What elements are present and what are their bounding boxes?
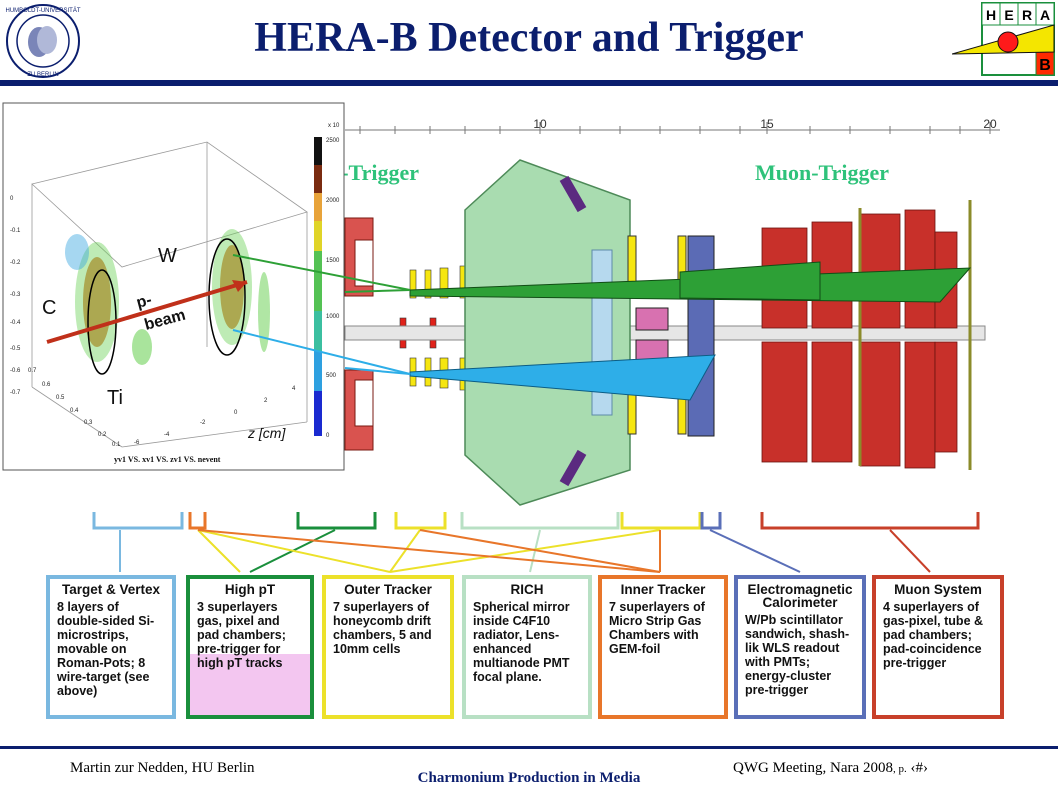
component-title: Outer Tracker bbox=[344, 582, 432, 597]
y-tick: 0 bbox=[10, 196, 14, 202]
colorbar-tick: 1000 bbox=[326, 314, 340, 320]
component-description: 8 layers of double-sided Si-microstrips,… bbox=[57, 600, 155, 698]
component-description: 7 superlayers of honeycomb drift chamber… bbox=[333, 600, 432, 656]
footer-divider bbox=[0, 746, 1058, 749]
y-tick: -0.3 bbox=[10, 292, 21, 298]
footer-title: Charmonium Production in Media bbox=[417, 770, 641, 786]
colorbar-multiplier: x 10 bbox=[328, 123, 340, 129]
logo-letter-h: H bbox=[986, 7, 996, 23]
scale-tick-10: 10 bbox=[533, 117, 547, 131]
colorbar-tick: 1500 bbox=[326, 258, 340, 264]
x-tick: 0.3 bbox=[84, 420, 93, 426]
y-tick: -0.6 bbox=[10, 368, 21, 374]
y-tick: -0.1 bbox=[10, 228, 21, 234]
target-ti-label: Ti bbox=[107, 387, 123, 409]
svg-text:HUMBOLDT-UNIVERSITÄT: HUMBOLDT-UNIVERSITÄT bbox=[5, 7, 80, 14]
component-box-target-vertex: Target & Vertex 8 layers of double-sided… bbox=[46, 575, 176, 719]
beam-label-p: p- bbox=[135, 292, 154, 312]
scale-tick-20: 20 bbox=[983, 117, 997, 131]
component-description: Spherical mirror inside C4F10 radiator, … bbox=[473, 600, 570, 684]
hera-b-logo: H E R A B bbox=[952, 2, 1055, 76]
component-box-high-pt: High pT 3 superlayers gas, pixel and pad… bbox=[186, 575, 314, 719]
colorbar-tick: 2500 bbox=[326, 138, 340, 144]
z-tick: -4 bbox=[164, 432, 170, 438]
component-box-inner-tracker: Inner Tracker 7 superlayers of Micro Str… bbox=[598, 575, 728, 719]
component-description: W/Pb scintillator sandwich, shash-lik WL… bbox=[745, 613, 850, 697]
y-tick: -0.7 bbox=[10, 390, 21, 396]
z-tick: 2 bbox=[264, 398, 268, 404]
magnet bbox=[344, 217, 374, 451]
footer-page-number: ‹#› bbox=[910, 760, 928, 776]
colorbar-tick: 2000 bbox=[326, 198, 340, 204]
university-seal-logo: HUMBOLDT-UNIVERSITÄT ZU BERLIN bbox=[5, 4, 81, 78]
x-tick: 0.5 bbox=[56, 395, 65, 401]
scale-tick-15: 15 bbox=[760, 117, 774, 131]
footer-page-prefix: , p. bbox=[892, 763, 907, 775]
target-w-label: W bbox=[158, 245, 177, 267]
target-c-label: C bbox=[42, 297, 56, 319]
colorbar-tick: 0 bbox=[326, 433, 330, 439]
component-title: Muon System bbox=[894, 582, 982, 597]
component-title: Target & Vertex bbox=[61, 582, 161, 597]
x-tick: 0.4 bbox=[70, 408, 79, 414]
component-title: High pT bbox=[224, 582, 276, 597]
logo-letter-b: B bbox=[1039, 57, 1051, 74]
z-tick: 4 bbox=[292, 386, 296, 392]
component-title: Electromagnetic Calorimeter bbox=[747, 582, 853, 610]
component-description: 7 superlayers of Micro Strip Gas Chamber… bbox=[609, 600, 705, 656]
svg-text:ZU BERLIN: ZU BERLIN bbox=[27, 72, 58, 78]
rich-vessel bbox=[464, 159, 631, 506]
component-title: Inner Tracker bbox=[620, 582, 706, 597]
trigger-cone-lower bbox=[409, 354, 716, 401]
x-tick: 0.2 bbox=[98, 432, 107, 438]
title-divider bbox=[0, 80, 1058, 86]
logo-letter-r: R bbox=[1022, 7, 1032, 23]
z-tick: -6 bbox=[134, 440, 140, 446]
y-tick: -0.4 bbox=[10, 320, 21, 326]
x-tick: 0.1 bbox=[112, 442, 121, 448]
plot-caption: yv1 VS. xv1 VS. zv1 VS. nevent bbox=[114, 455, 221, 464]
component-box-rich: RICH Spherical mirror inside C4F10 radia… bbox=[462, 575, 592, 719]
component-box-ecal: Electromagnetic Calorimeter W/Pb scintil… bbox=[734, 575, 866, 719]
z-axis-label: z [cm] bbox=[247, 425, 286, 441]
z-tick: -2 bbox=[200, 420, 206, 426]
component-box-outer-tracker: Outer Tracker 7 superlayers of honeycomb… bbox=[322, 575, 454, 719]
vertex-3d-plot: x 10 2500 2000 1500 1000 500 0 0 -0.1 -0… bbox=[2, 102, 345, 471]
logo-letter-a: A bbox=[1040, 7, 1050, 23]
footer-meeting: QWG Meeting, Nara 2008, p. ‹#› bbox=[733, 760, 928, 777]
z-tick: 0 bbox=[234, 410, 238, 416]
muon-trigger-label: Muon-Trigger bbox=[755, 160, 889, 185]
footer-author: Martin zur Nedden, HU Berlin bbox=[70, 760, 255, 776]
colorbar bbox=[314, 137, 322, 436]
component-description: 4 superlayers of gas-pixel, tube & pad c… bbox=[883, 600, 984, 670]
component-box-muon: Muon System 4 superlayers of gas-pixel, … bbox=[872, 575, 1004, 719]
logo-letter-e: E bbox=[1004, 7, 1013, 23]
y-tick: -0.5 bbox=[10, 346, 21, 352]
colorbar-tick: 500 bbox=[326, 373, 337, 379]
footer-meeting-name: QWG Meeting, Nara 2008 bbox=[733, 760, 893, 776]
ecal bbox=[687, 235, 715, 437]
y-tick: -0.2 bbox=[10, 260, 21, 266]
page-title: HERA-B Detector and Trigger bbox=[254, 15, 804, 61]
component-title: RICH bbox=[510, 582, 544, 597]
component-description: 3 superlayers gas, pixel and pad chamber… bbox=[197, 600, 286, 670]
x-tick: 0.7 bbox=[28, 368, 37, 374]
x-tick: 0.6 bbox=[42, 382, 51, 388]
